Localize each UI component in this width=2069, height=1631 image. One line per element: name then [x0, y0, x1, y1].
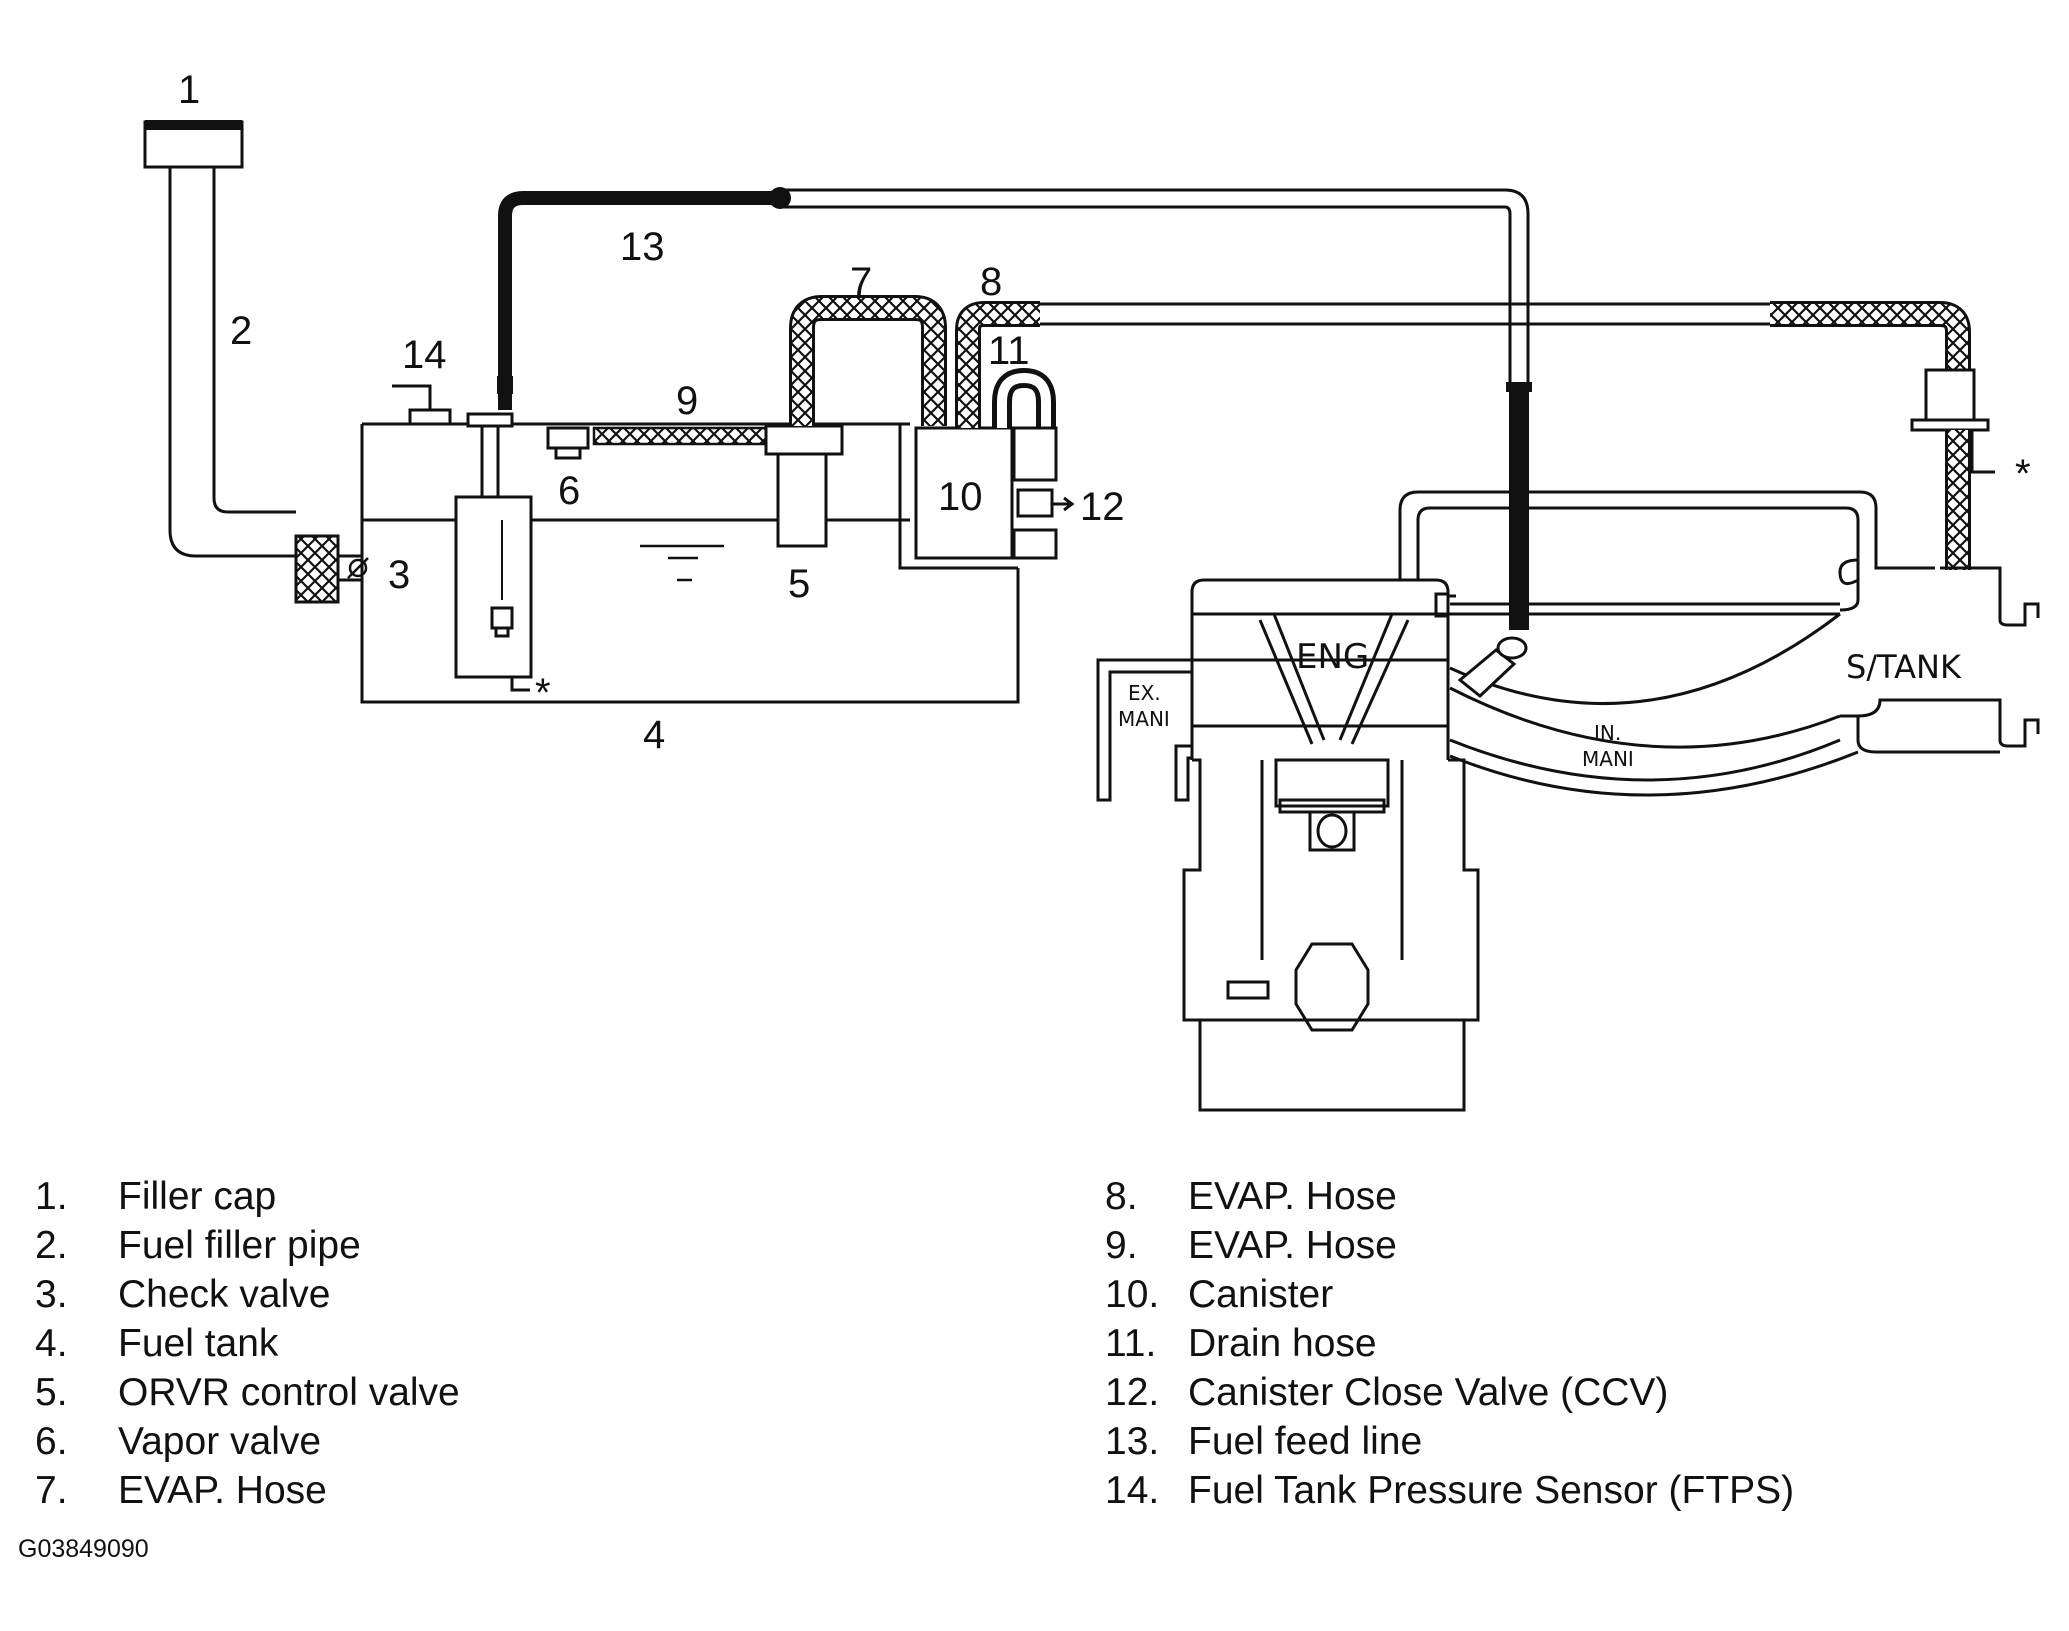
- exhaust-manifold-label-1: EX.: [1128, 681, 1161, 705]
- evap-hose-7: [789, 295, 947, 426]
- legend-item: 11. Drain hose: [1105, 1319, 1794, 1368]
- fuel-feed-line: [497, 187, 1532, 630]
- legend-text: Drain hose: [1188, 1322, 1377, 1365]
- legend-number: 5.: [35, 1371, 68, 1414]
- intake-manifold-label-1: IN.: [1594, 721, 1621, 745]
- legend-item: 3. Check valve: [35, 1270, 460, 1319]
- callout-3: 3: [388, 553, 410, 597]
- callout-4: 4: [643, 713, 665, 757]
- fuel-pump-module: [454, 412, 533, 692]
- drain-hose: [992, 367, 1056, 428]
- legend-item: 12. Canister Close Valve (CCV): [1105, 1368, 1794, 1417]
- legend-item: 7. EVAP. Hose: [35, 1466, 460, 1515]
- callout-13: 13: [620, 225, 665, 269]
- fuel-filler-pipe: [168, 167, 296, 558]
- legend-number: 2.: [35, 1224, 68, 1267]
- legend-item: 10. Canister: [1105, 1270, 1794, 1319]
- callout-8: 8: [980, 260, 1002, 304]
- legend-number: 10.: [1105, 1273, 1160, 1316]
- legend-text: Fuel filler pipe: [118, 1224, 361, 1267]
- callout-9: 9: [676, 379, 698, 423]
- legend-item: 5. ORVR control valve: [35, 1368, 460, 1417]
- legend-item: 6. Vapor valve: [35, 1417, 460, 1466]
- legend-number: 8.: [1105, 1175, 1138, 1218]
- vapor-valve: [546, 426, 590, 460]
- callout-10: 10: [938, 475, 983, 519]
- evap-hose-9: [592, 426, 768, 446]
- legend-item: 1. Filler cap: [35, 1172, 460, 1221]
- callout-7: 7: [850, 260, 872, 304]
- exhaust-manifold: [1096, 658, 1192, 802]
- callout-14: 14: [402, 333, 447, 377]
- asterisk-tank: *: [535, 671, 551, 715]
- fuel-tank: [360, 422, 1020, 704]
- fuel-tank-pressure-sensor: [392, 384, 452, 426]
- canister: [914, 426, 1014, 560]
- canister-close-valve: [1012, 426, 1075, 560]
- legend-item: 9. EVAP. Hose: [1105, 1221, 1794, 1270]
- legend-text: Canister Close Valve (CCV): [1188, 1371, 1669, 1414]
- callout-2: 2: [230, 309, 252, 353]
- legend-right: 8. EVAP. Hose 9. EVAP. Hose 10. Canister 11…: [1105, 1172, 1794, 1515]
- legend-number: 12.: [1105, 1371, 1160, 1414]
- legend-item: 4. Fuel tank: [35, 1319, 460, 1368]
- legend-text: Check valve: [118, 1273, 331, 1316]
- legend-number: 4.: [35, 1322, 68, 1365]
- legend-number: 9.: [1105, 1224, 1138, 1267]
- intake-manifold-label-2: MANI: [1582, 747, 1634, 771]
- asterisk-purge: *: [2015, 452, 2031, 496]
- legend-number: 13.: [1105, 1420, 1160, 1463]
- legend-number: 11.: [1105, 1322, 1157, 1365]
- evap-system-diagram: * *: [143, 68, 2040, 1112]
- fuel-rail: [1434, 592, 1456, 618]
- intake-manifold: [1449, 612, 1859, 797]
- legend-item: 13. Fuel feed line: [1105, 1417, 1794, 1466]
- legend-text: EVAP. Hose: [118, 1469, 327, 1512]
- legend-item: 8. EVAP. Hose: [1105, 1172, 1794, 1221]
- callout-1: 1: [178, 68, 200, 112]
- legend-text: EVAP. Hose: [1188, 1175, 1397, 1218]
- legend-text: Fuel feed line: [1188, 1420, 1423, 1463]
- orvr-control-valve: [764, 424, 844, 548]
- figure-code: G03849090: [18, 1535, 149, 1563]
- surge-tank-label: S/TANK: [1846, 648, 1962, 686]
- surge-tank: [1398, 490, 2040, 754]
- legend-text: Canister: [1188, 1273, 1334, 1316]
- legend-text: Fuel Tank Pressure Sensor (FTPS): [1188, 1469, 1795, 1512]
- legend-number: 3.: [35, 1273, 68, 1316]
- legend-text: Vapor valve: [118, 1420, 322, 1463]
- legend-text: Fuel tank: [118, 1322, 279, 1365]
- legend-text: EVAP. Hose: [1188, 1224, 1397, 1267]
- legend-number: 1.: [35, 1175, 68, 1218]
- callout-5: 5: [788, 562, 810, 606]
- check-valve: [294, 534, 369, 604]
- filler-cap: [143, 120, 244, 169]
- legend-number: 7.: [35, 1469, 68, 1512]
- legend-number: 6.: [35, 1420, 68, 1463]
- engine-label: ENG: [1296, 637, 1369, 677]
- exhaust-manifold-label-2: MANI: [1118, 707, 1170, 731]
- fuel-injector: [1457, 636, 1528, 698]
- evap-hose-8: [1040, 302, 1770, 326]
- legend-text: Filler cap: [118, 1175, 277, 1218]
- legend-left: 1. Filler cap 2. Fuel filler pipe 3. Check …: [35, 1172, 460, 1515]
- callout-12: 12: [1080, 485, 1125, 529]
- legend-item: 14. Fuel Tank Pressure Sensor (FTPS): [1105, 1466, 1794, 1515]
- legend-number: 14.: [1105, 1469, 1160, 1512]
- engine: [1182, 578, 1480, 1112]
- legend-text: ORVR control valve: [118, 1371, 460, 1414]
- callout-11: 11: [988, 329, 1030, 373]
- callout-6: 6: [558, 469, 580, 513]
- legend-item: 2. Fuel filler pipe: [35, 1221, 460, 1270]
